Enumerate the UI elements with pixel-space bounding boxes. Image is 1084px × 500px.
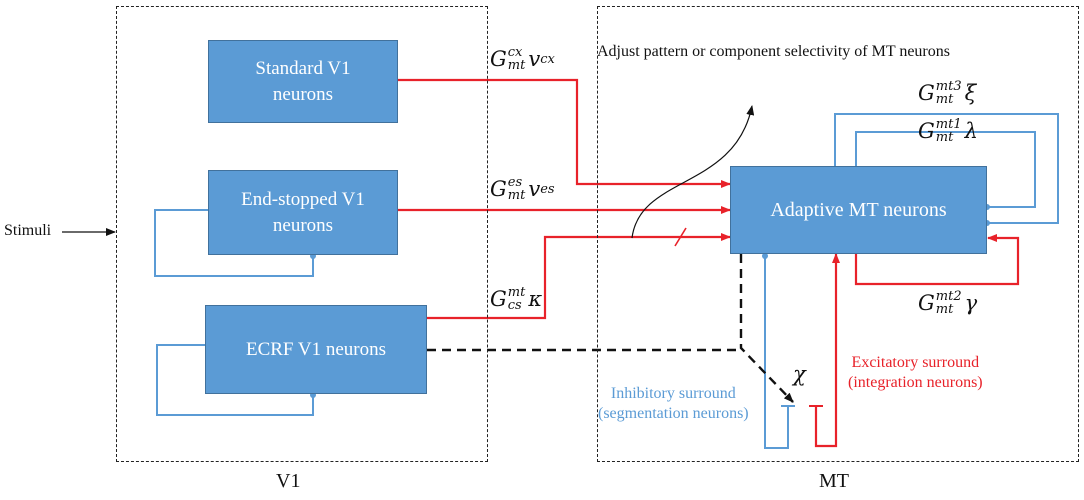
gain-subscript: mt: [507, 188, 526, 203]
gain-symbol: G: [490, 177, 507, 201]
gain-superscript: mt: [507, 285, 526, 300]
adjust-selectivity-note: Adjust pattern or component selectivity …: [597, 43, 950, 60]
gain-superscript: mt3: [935, 79, 962, 94]
connection-slash-mark: [674, 227, 687, 247]
standard-v1-line2: neurons: [272, 83, 334, 105]
standard-v1-line1: Standard V1: [255, 57, 351, 79]
chi-label: χ: [793, 362, 806, 386]
mt-region-label: MT: [819, 470, 849, 492]
ecrf-v1-label: ECRF V1 neurons: [245, 338, 387, 360]
excitatory-surround-path: [814, 253, 840, 448]
gain-symbol: G: [918, 119, 935, 143]
ecrf-self-loop: [156, 344, 314, 416]
gain-variable-superscript: cx: [540, 51, 555, 67]
adjust-selectivity-arrow: [631, 105, 755, 239]
endstopped-self-loop: [154, 209, 314, 277]
gain-symbol: G: [918, 291, 935, 315]
gain-variable: v: [528, 47, 541, 71]
mt-loop-lambda: [855, 131, 1036, 208]
gain-superscript: es: [507, 175, 523, 190]
gain-symbol: G: [918, 81, 935, 105]
gain-superscript: mt2: [935, 289, 962, 304]
mt-loop-gamma: [854, 234, 1020, 286]
gain-subscript: cs: [507, 298, 522, 313]
inhibitory-surround-line1: Inhibitory surround: [610, 385, 736, 402]
end-stopped-v1-line2: neurons: [272, 214, 334, 236]
v1-region-label: V1: [276, 470, 301, 492]
gain-variable: λ: [964, 119, 978, 143]
gain-symbol: G: [490, 287, 507, 311]
excitatory-surround-line2: (integration neurons): [848, 374, 983, 391]
inhibitory-surround-path: [764, 254, 789, 449]
gain-variable: ξ: [964, 81, 977, 105]
excitatory-surround-line1: Excitatory surround: [851, 354, 980, 371]
gain-variable-superscript: es: [540, 181, 555, 197]
chi-dashed-from-mt: [739, 254, 794, 403]
gain-variable: γ: [964, 291, 978, 315]
gain-subscript: mt: [935, 302, 954, 317]
gain-subscript: mt: [935, 92, 954, 107]
mt-loop-xi: [834, 113, 1059, 224]
adaptive-mt-neurons-box: Adaptive MT neurons: [730, 166, 987, 254]
gain-subscript: mt: [507, 58, 526, 73]
end-stopped-v1-line1: End-stopped V1: [241, 188, 365, 210]
standard-v1-neurons-box: Standard V1 neurons: [208, 40, 398, 123]
inhibitory-surround-line2: (segmentation neurons): [598, 405, 749, 422]
gain-subscript: mt: [935, 130, 954, 145]
ecrf-v1-neurons-box: ECRF V1 neurons: [205, 305, 427, 394]
mt-region: [597, 6, 1079, 462]
v1-region: [116, 6, 488, 462]
gain-variable: v: [528, 177, 541, 201]
excitatory-surround-label: Excitatory surround (integration neurons…: [848, 353, 983, 393]
gain-superscript: mt1: [935, 117, 962, 132]
ecrf-to-mt-connection: [427, 233, 731, 320]
end-stopped-v1-neurons-box: End-stopped V1 neurons: [208, 170, 398, 255]
gain-symbol: G: [490, 47, 507, 71]
inhibitory-surround-label: Inhibitory surround (segmentation neuron…: [598, 384, 749, 424]
gain-superscript: cx: [507, 45, 523, 60]
gain-variable: κ: [528, 287, 543, 311]
adaptive-mt-label: Adaptive MT neurons: [770, 198, 947, 221]
stimuli-label: Stimuli: [4, 222, 52, 239]
